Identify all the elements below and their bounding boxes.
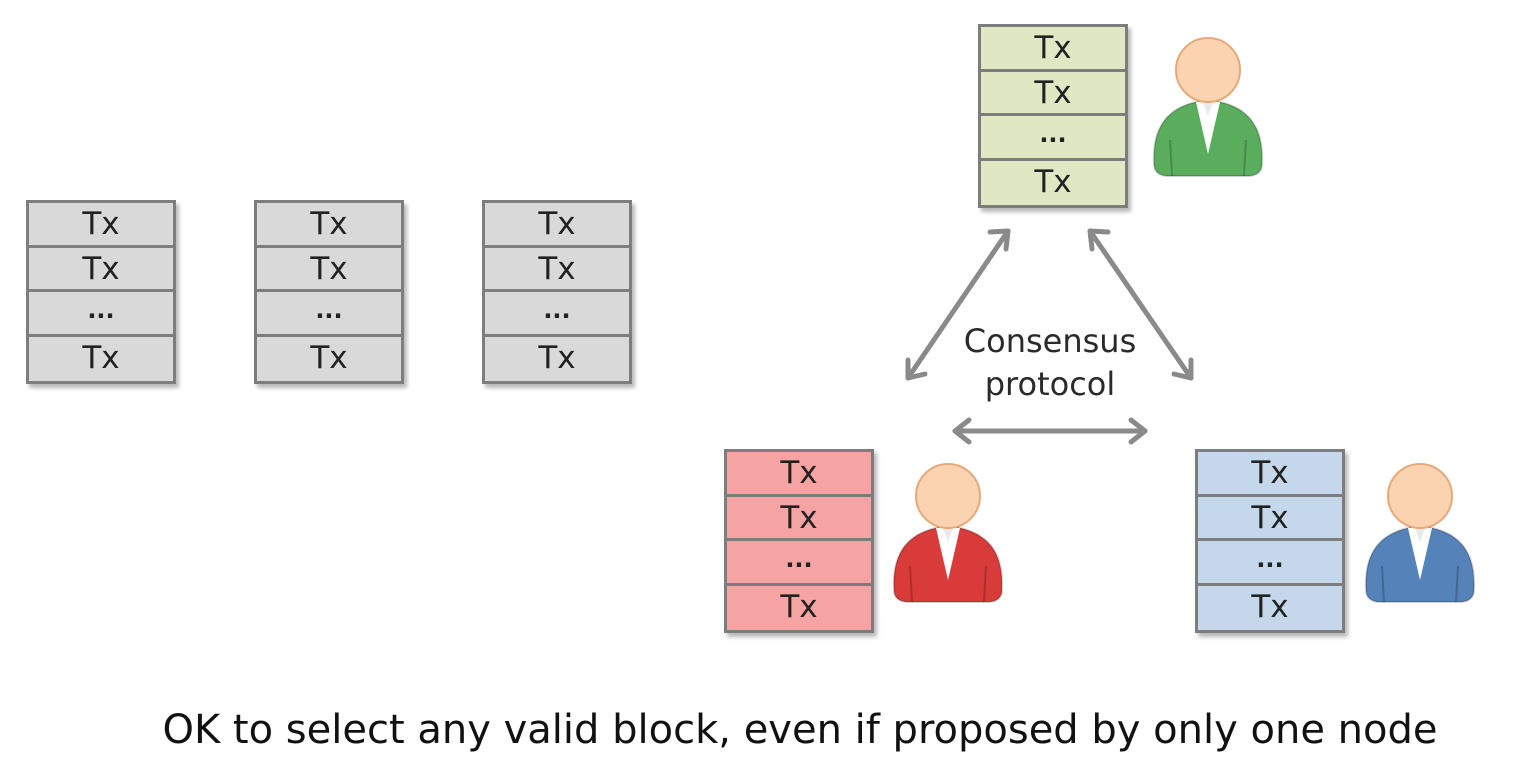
tx-cell: Tx <box>538 339 576 376</box>
arrowhead-icon <box>987 228 1011 252</box>
tx-cell: Tx <box>257 248 401 292</box>
arrowhead-icon <box>952 417 972 445</box>
tx-cell: Tx <box>29 248 173 292</box>
tx-cell: Tx <box>485 203 629 248</box>
ellipsis-cell: ... <box>727 541 871 586</box>
ellipsis-cell: ... <box>981 116 1125 161</box>
tx-cell: Tx <box>1251 588 1289 625</box>
arrowhead-icon <box>1171 357 1194 381</box>
arrow-green-red <box>905 228 1011 381</box>
red-person-icon <box>892 463 1004 603</box>
ellipsis-cell: ... <box>485 292 629 337</box>
consensus-label-line1: Consensus <box>963 322 1137 360</box>
ellipsis-cell: ... <box>29 292 173 337</box>
pool-block-3: Tx Tx ... Tx <box>482 200 632 384</box>
green-person-icon <box>1152 37 1264 177</box>
pool-block-2: Tx Tx ... Tx <box>254 200 404 384</box>
tx-cell: Tx <box>727 452 871 497</box>
tx-cell: Tx <box>1198 497 1342 541</box>
arrow-green-blue <box>1087 228 1194 381</box>
arrowhead-icon <box>1087 228 1111 252</box>
ellipsis-cell: ... <box>1198 541 1342 586</box>
tx-cell: Tx <box>485 248 629 292</box>
blue-node-block: Tx Tx ... Tx <box>1195 449 1345 633</box>
tx-cell: Tx <box>780 588 818 625</box>
consensus-protocol-label: Consensus protocol <box>940 320 1160 406</box>
ellipsis-cell: ... <box>257 292 401 337</box>
red-node-block: Tx Tx ... Tx <box>724 449 874 633</box>
tx-cell: Tx <box>82 339 120 376</box>
arrowhead-icon <box>1128 417 1148 445</box>
green-node-block: Tx Tx ... Tx <box>978 24 1128 208</box>
tx-cell: Tx <box>1034 163 1072 200</box>
tx-cell: Tx <box>310 339 348 376</box>
blue-person-icon <box>1364 463 1476 603</box>
arrowhead-icon <box>905 357 928 381</box>
consensus-label-line2: protocol <box>984 365 1116 403</box>
slide-caption: OK to select any valid block, even if pr… <box>162 707 1438 753</box>
pool-block-1: Tx Tx ... Tx <box>26 200 176 384</box>
tx-cell: Tx <box>257 203 401 248</box>
tx-cell: Tx <box>29 203 173 248</box>
tx-cell: Tx <box>1198 452 1342 497</box>
tx-cell: Tx <box>981 72 1125 116</box>
tx-cell: Tx <box>981 27 1125 72</box>
tx-cell: Tx <box>727 497 871 541</box>
